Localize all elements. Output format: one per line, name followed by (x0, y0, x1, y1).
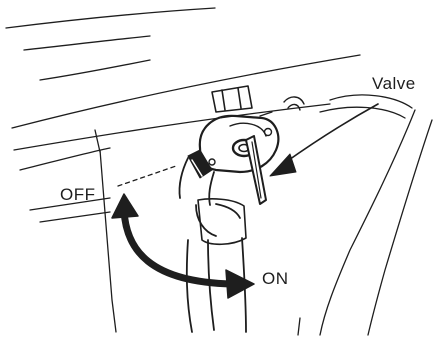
off-reference-line (118, 166, 176, 186)
off-label: OFF (60, 186, 96, 203)
on-label: ON (262, 270, 289, 287)
valve-pointer-icon (270, 104, 378, 176)
valve-body (200, 116, 278, 172)
fuel-hose (179, 150, 246, 332)
tank-contour (298, 95, 432, 335)
valve-bolt (212, 86, 252, 112)
valve-label: Valve (372, 75, 416, 92)
valve-lever[interactable] (246, 136, 266, 204)
